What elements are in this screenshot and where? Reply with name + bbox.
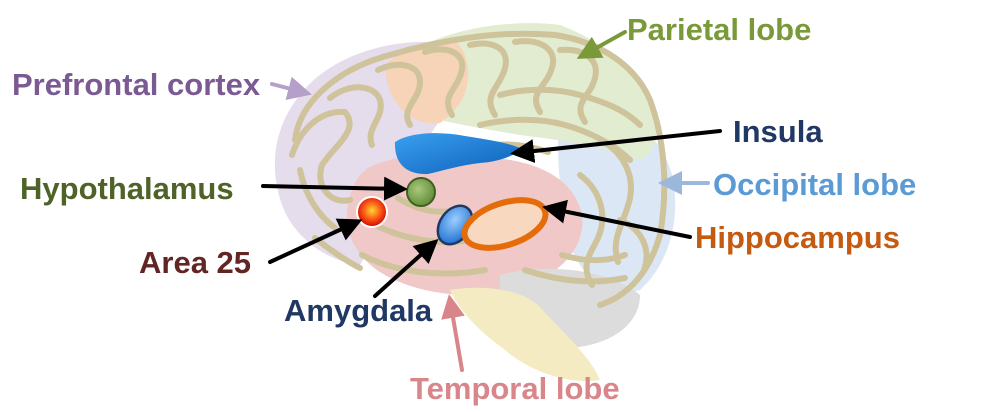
label-parietal-lobe: Parietal lobe: [627, 12, 812, 47]
label-insula: Insula: [733, 114, 823, 149]
label-area-25: Area 25: [139, 245, 252, 280]
pointer-arrows: [261, 30, 722, 372]
arrow-amygdala: [373, 238, 439, 298]
label-hippocampus: Hippocampus: [695, 220, 900, 255]
arrow-insula: [510, 129, 722, 164]
label-amygdala: Amygdala: [284, 293, 433, 328]
area-25-node: [356, 196, 388, 228]
arrow-prefrontal: [270, 76, 312, 100]
label-occipital-lobe: Occipital lobe: [713, 167, 917, 202]
insula-shape: [394, 133, 522, 175]
label-hypothalamus: Hypothalamus: [20, 171, 234, 206]
brain-structures: [356, 133, 549, 251]
arrow-parietal: [576, 30, 627, 59]
label-temporal-lobe: Temporal lobe: [410, 371, 620, 406]
arrow-area-25: [268, 218, 363, 264]
label-prefrontal-cortex: Prefrontal cortex: [12, 67, 261, 102]
hypothalamus-node: [406, 177, 436, 207]
arrow-hypothalamus: [261, 176, 408, 201]
arrow-hippocampus: [542, 199, 692, 239]
brainstem-region: [450, 287, 600, 382]
gyri-folds: [289, 30, 668, 308]
arrow-temporal: [441, 294, 465, 372]
